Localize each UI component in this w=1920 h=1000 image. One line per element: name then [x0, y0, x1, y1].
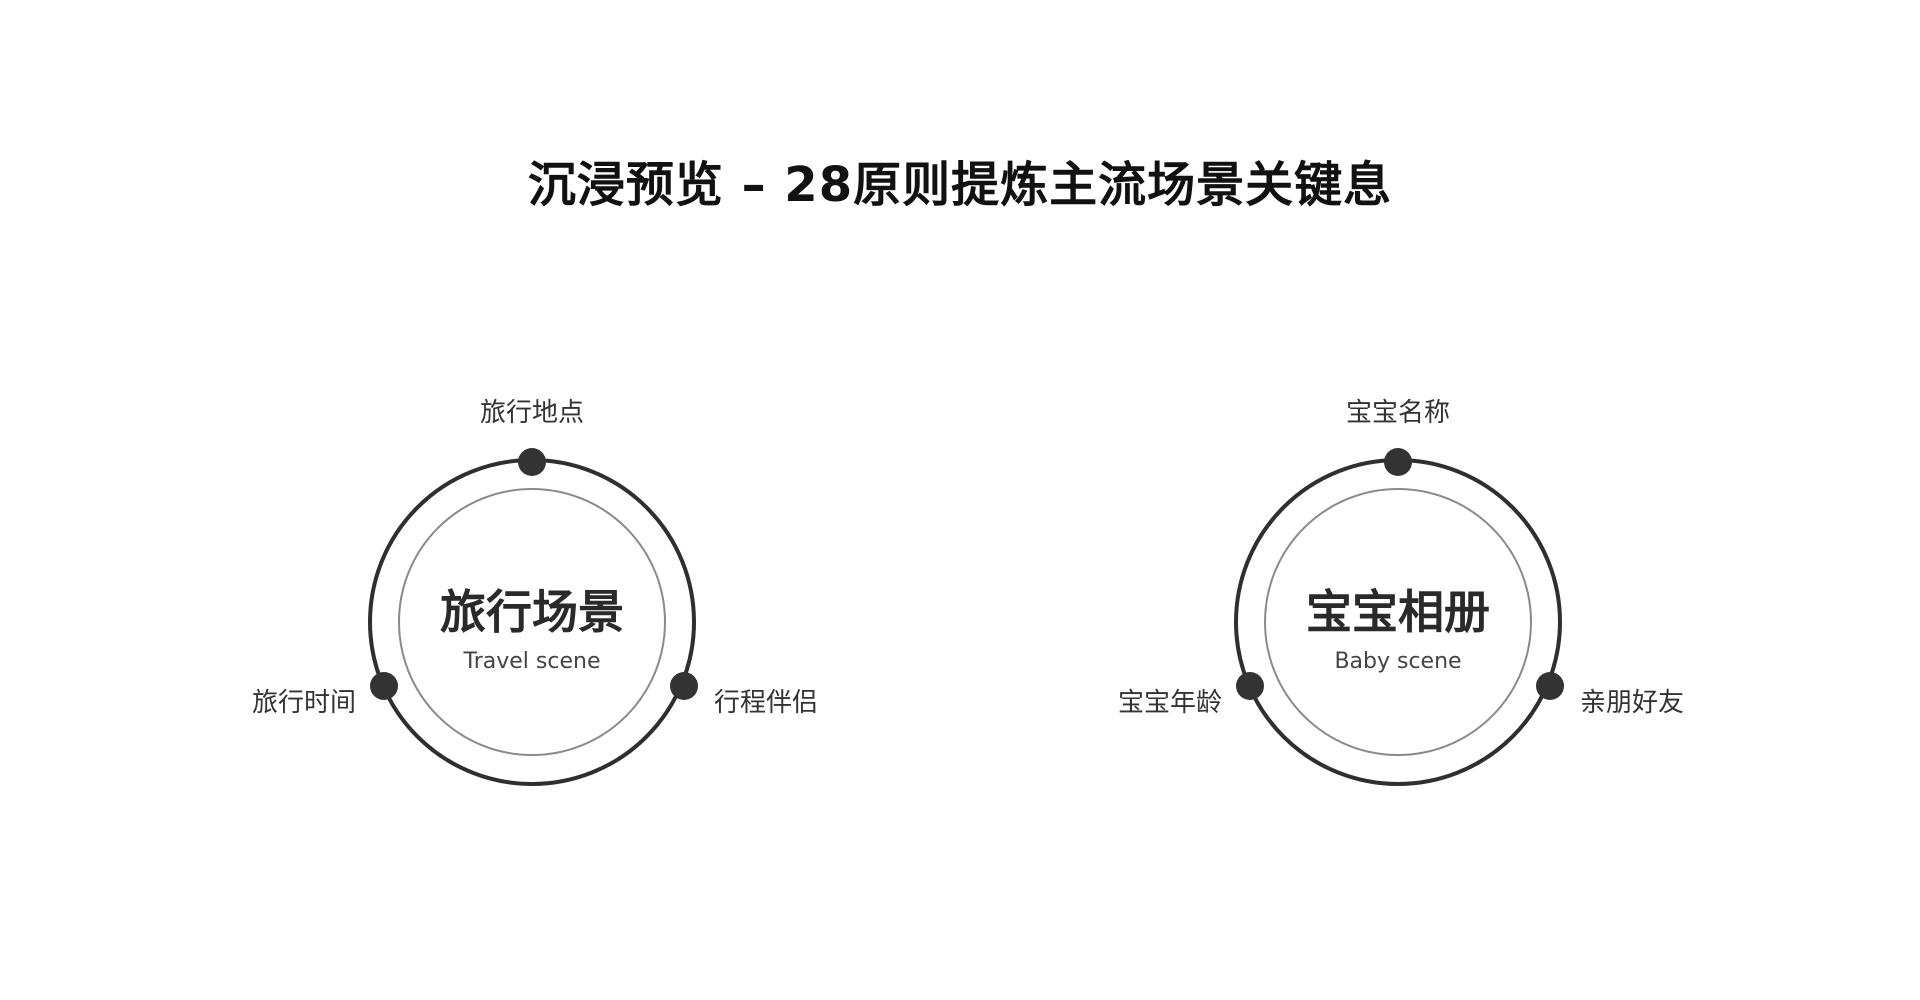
point-label-right: 行程伴侣: [714, 688, 819, 718]
point-dot-right: [1536, 672, 1564, 700]
travel-scene-diagram: 旅行场景 Travel scene 旅行地点 旅行时间 行程伴侣: [232, 0, 832, 1000]
point-label-left: 宝宝年龄: [1117, 688, 1222, 718]
inner-ring: [398, 488, 666, 756]
point-dot-left: [370, 672, 398, 700]
inner-ring: [1264, 488, 1532, 756]
point-dot-right: [670, 672, 698, 700]
page-title: 沉浸预览 – 28原则提炼主流场景关键息: [527, 157, 1393, 214]
scene-title: 宝宝相册: [1306, 585, 1490, 639]
point-label-top: 宝宝名称: [1345, 398, 1450, 428]
point-label-top: 旅行地点: [479, 398, 584, 428]
scene-title: 旅行场景: [440, 585, 624, 639]
scene-subtitle: Travel scene: [463, 649, 601, 674]
point-dot-top: [518, 448, 546, 476]
scene-subtitle: Baby scene: [1334, 649, 1462, 674]
point-label-right: 亲朋好友: [1580, 688, 1685, 718]
point-dot-left: [1236, 672, 1264, 700]
baby-scene-diagram: 宝宝相册 Baby scene 宝宝名称 宝宝年龄 亲朋好友: [1098, 0, 1698, 1000]
point-dot-top: [1384, 448, 1412, 476]
point-label-left: 旅行时间: [251, 688, 356, 718]
